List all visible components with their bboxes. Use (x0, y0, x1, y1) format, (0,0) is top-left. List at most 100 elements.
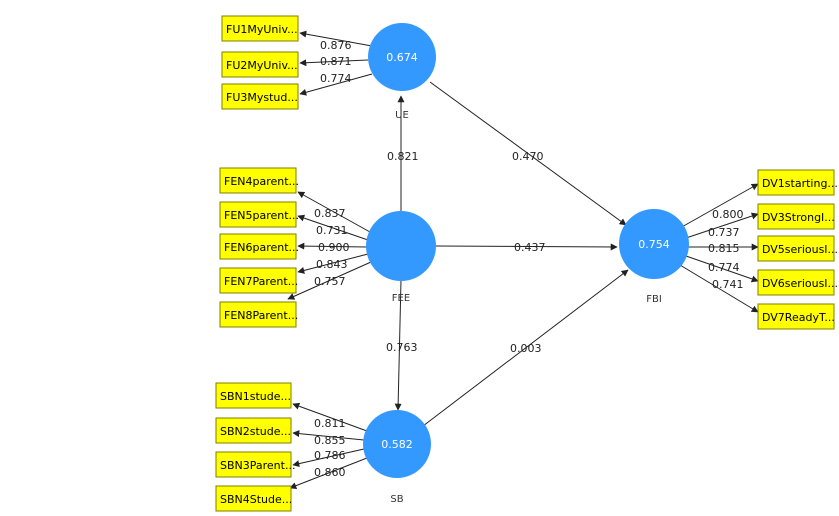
loading-fen8: 0.757 (314, 275, 346, 288)
loading-line-fen5 (297, 214, 369, 241)
coef-fee-fbi: 0.437 (514, 241, 546, 254)
construct-fbi-label: FBI (646, 294, 662, 305)
loading-fen7: 0.843 (316, 258, 348, 271)
coef-sb-fbi: 0.003 (510, 342, 542, 355)
indicator-sbn1-label: SBN1stude... (220, 390, 291, 403)
loading-labels: 0.876 0.871 0.774 0.837 0.731 0.900 0.84… (314, 39, 744, 479)
loading-fu3: 0.774 (320, 72, 352, 85)
indicator-dv6-label: DV6seriousI... (762, 277, 838, 290)
construct-sb-circle[interactable] (363, 410, 431, 478)
loading-sbn2: 0.855 (314, 434, 346, 447)
construct-sb-r2: 0.582 (381, 438, 413, 451)
indicator-sbn1[interactable]: SBN1stude... (215, 382, 292, 409)
coef-fee-sb: 0.763 (386, 341, 418, 354)
construct-ue-r2: 0.674 (386, 51, 418, 64)
loading-fu1: 0.876 (320, 39, 352, 52)
indicator-fu2-label: FU2MyUniv... (226, 59, 298, 72)
construct-fee-label: FEE (392, 293, 410, 304)
loading-sbn1: 0.811 (314, 417, 346, 430)
path-sb-fbi[interactable] (422, 269, 629, 427)
loading-dv5: 0.815 (708, 242, 740, 255)
path-fee-fbi[interactable] (435, 243, 618, 251)
structural-paths (394, 81, 629, 427)
construct-fee-circle[interactable] (366, 211, 436, 281)
loading-line-fen6 (297, 242, 368, 250)
coef-ue-fbi: 0.470 (512, 150, 544, 163)
loading-dv6: 0.774 (708, 261, 740, 274)
loading-line-sbn4 (289, 457, 368, 489)
loading-line-sbn3 (292, 448, 365, 468)
indicators-fee: FEN4parent... FEN5parent... FEN6parent..… (219, 167, 299, 328)
construct-sb[interactable]: 0.582 SB (363, 410, 431, 505)
indicator-fu1-label: FU1MyUniv... (226, 23, 298, 36)
indicator-fen6[interactable]: FEN6parent... (219, 233, 299, 260)
loading-fen4: 0.837 (314, 207, 346, 220)
indicator-fen5-label: FEN5parent... (224, 209, 299, 222)
indicator-dv7-label: DV7ReadyT... (762, 311, 835, 324)
construct-fbi-circle[interactable] (619, 209, 689, 279)
loading-line-fu3 (299, 73, 373, 96)
loading-sbn3: 0.786 (314, 449, 346, 462)
indicators-ue: FU1MyUniv... FU2MyUniv... FU3Mystud... (221, 15, 299, 110)
indicator-dv5-label: DV5seriousI... (762, 243, 838, 256)
loading-fen6: 0.900 (318, 241, 350, 254)
indicators-fbi: DV1starting... DV3StrongI... DV5seriousI… (757, 169, 838, 330)
indicator-fen5[interactable]: FEN5parent... (219, 201, 299, 228)
indicator-fen4[interactable]: FEN4parent... (219, 167, 299, 194)
coef-fee-ue: 0.821 (387, 150, 419, 163)
construct-fbi-r2: 0.754 (638, 238, 670, 251)
loading-line-sbn1 (292, 402, 368, 432)
indicator-sbn2[interactable]: SBN2stude... (215, 417, 292, 444)
loading-line-fu2 (299, 59, 369, 67)
indicator-fu3[interactable]: FU3Mystud... (221, 83, 299, 110)
loading-line-dv1 (679, 183, 759, 229)
loading-line-fen7 (297, 253, 369, 274)
indicator-sbn3[interactable]: SBN3Parent... (215, 451, 295, 478)
construct-ue[interactable]: 0.674 UE (368, 23, 436, 121)
construct-fbi[interactable]: 0.754 FBI (619, 209, 689, 305)
indicator-sbn4[interactable]: SBN4Stude... (215, 485, 292, 512)
indicator-dv7[interactable]: DV7ReadyT... (757, 303, 835, 330)
construct-fee[interactable]: FEE (366, 211, 436, 304)
loading-dv1: 0.800 (712, 208, 744, 221)
loading-line-fen4 (297, 191, 371, 233)
measurement-paths (287, 30, 759, 489)
indicator-fen4-label: FEN4parent... (224, 175, 299, 188)
indicator-fen8[interactable]: FEN8Parent... (219, 301, 298, 328)
indicator-sbn2-label: SBN2stude... (220, 425, 291, 438)
indicator-dv1-label: DV1starting... (762, 177, 838, 190)
indicator-sbn4-label: SBN4Stude... (220, 493, 292, 506)
loading-line-sbn2 (292, 430, 365, 441)
path-fee-sb[interactable] (394, 279, 402, 411)
path-coefficient-labels: 0.821 0.470 0.437 0.763 0.003 (386, 150, 546, 355)
loading-fen5: 0.731 (316, 224, 348, 237)
loading-line-fen8 (287, 261, 372, 300)
indicator-dv6[interactable]: DV6seriousI... (757, 269, 838, 296)
construct-ue-label: UE (395, 110, 409, 121)
indicator-fu3-label: FU3Mystud... (226, 91, 298, 104)
loading-dv3: 0.737 (708, 226, 740, 239)
loading-line-dv3 (685, 212, 759, 239)
indicator-fen7-label: FEN7Parent... (224, 275, 298, 288)
indicator-dv1[interactable]: DV1starting... (757, 169, 838, 196)
indicator-dv3[interactable]: DV3StrongI... (757, 203, 835, 230)
indicators-sb: SBN1stude... SBN2stude... SBN3Parent... … (215, 382, 295, 512)
loading-line-dv7 (679, 264, 759, 313)
path-ue-fbi[interactable] (429, 81, 627, 226)
loading-sbn4: 0.860 (314, 466, 346, 479)
indicator-dv3-label: DV3StrongI... (762, 211, 835, 224)
construct-ue-circle[interactable] (368, 23, 436, 91)
construct-sb-label: SB (390, 494, 403, 505)
loading-fu2: 0.871 (320, 55, 352, 68)
loading-line-dv6 (685, 255, 759, 283)
indicator-fu1[interactable]: FU1MyUniv... (221, 15, 299, 42)
indicator-fen6-label: FEN6parent... (224, 241, 299, 254)
indicator-fu2[interactable]: FU2MyUniv... (221, 51, 299, 78)
loading-dv7: 0.741 (712, 278, 744, 291)
loading-line-fu1 (299, 30, 373, 47)
indicator-fen8-label: FEN8Parent... (224, 309, 298, 322)
indicator-dv5[interactable]: DV5seriousI... (757, 235, 838, 262)
indicator-sbn3-label: SBN3Parent... (220, 459, 295, 472)
indicator-fen7[interactable]: FEN7Parent... (219, 267, 298, 294)
